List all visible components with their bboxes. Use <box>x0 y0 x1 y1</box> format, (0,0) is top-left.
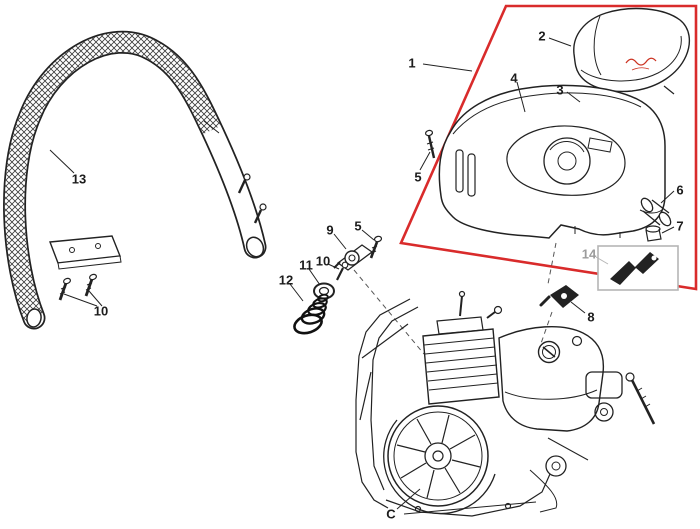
callout-4: 4 <box>510 70 518 86</box>
choke-lever-part-8 <box>537 242 579 353</box>
callout-1: 1 <box>408 55 416 71</box>
engine-assembly-part-c <box>355 290 656 517</box>
assembly-axis-dashed <box>353 269 425 355</box>
callout-5-center: 5 <box>354 218 362 234</box>
callout-6: 6 <box>676 182 684 198</box>
callout-10-center: 10 <box>315 253 331 269</box>
washer-part-11 <box>313 282 335 300</box>
screw-part-10-center <box>336 261 349 281</box>
callout-12: 12 <box>278 272 294 288</box>
callout-5-left: 5 <box>414 169 422 185</box>
screw-part-5-center <box>369 235 383 259</box>
callout-14: 14 <box>581 246 597 262</box>
callout-7: 7 <box>676 218 684 234</box>
handle-mount-screws-part-10 <box>58 273 97 301</box>
grommet-part-6 <box>640 197 672 227</box>
top-cover-part-4 <box>438 84 666 239</box>
callout-8: 8 <box>587 309 595 325</box>
handle-end-screws <box>237 173 267 224</box>
air-filter-cover-part-2 <box>573 7 691 95</box>
bracket-part-9 <box>333 244 374 271</box>
callout-10-handle: 10 <box>93 303 109 319</box>
callout-c: C <box>386 506 396 522</box>
inset-box-part-14 <box>595 245 679 291</box>
callout-9: 9 <box>326 222 334 238</box>
screw-part-5-left <box>424 129 436 159</box>
callout-3: 3 <box>556 82 564 98</box>
leader-lines <box>49 37 675 510</box>
handlebar-part-13 <box>3 30 267 330</box>
highlight-box-part-1 <box>399 4 698 291</box>
callout-2: 2 <box>538 28 546 44</box>
spring-cone-part-12 <box>293 293 329 335</box>
callout-11: 11 <box>299 257 313 273</box>
sleeve-part-7 <box>645 225 662 242</box>
cover-logo-mark <box>625 57 657 71</box>
callout-13: 13 <box>71 171 87 187</box>
